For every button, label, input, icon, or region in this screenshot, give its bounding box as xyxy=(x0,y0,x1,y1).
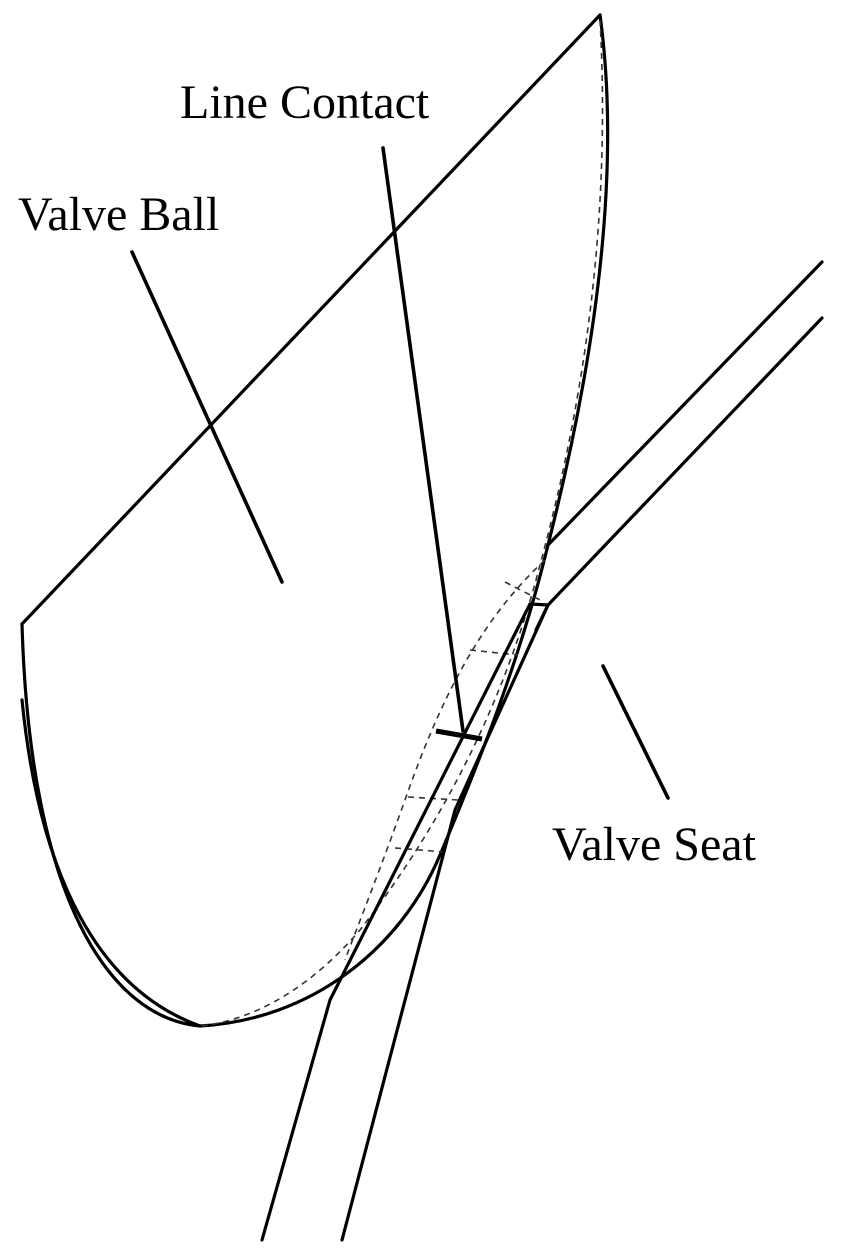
valve-ball-label: Valve Ball xyxy=(18,188,219,241)
valve-seat-upper-outer-edge xyxy=(546,260,824,547)
valve-seat-upper-inner-edge xyxy=(546,316,824,607)
line-contact-leader xyxy=(381,146,465,733)
valve-seat-label: Valve Seat xyxy=(552,818,757,871)
valve-ball-hidden-lines xyxy=(199,19,604,1027)
valve-ball-top-edge xyxy=(20,13,602,626)
valve-seat-lower-right-edge xyxy=(340,603,550,1242)
hidden-arc-ball xyxy=(199,19,604,1027)
valve-ball-shape xyxy=(20,13,610,1028)
valve-seat-lower-left-edge xyxy=(260,602,532,1242)
valve-ball-inner-contour xyxy=(20,698,202,1028)
hidden-arc-seat xyxy=(344,559,546,961)
valve-ball-leader xyxy=(130,250,284,584)
valve-seat-shape xyxy=(260,260,824,1242)
line-contact-marker xyxy=(435,728,483,742)
line-contact-label: Line Contact xyxy=(180,76,430,129)
valve-ball-outer-contour xyxy=(20,13,610,1028)
valve-seat-leader xyxy=(601,664,670,800)
hidden-rung-4 xyxy=(394,847,446,853)
hidden-rung-2 xyxy=(469,649,519,656)
